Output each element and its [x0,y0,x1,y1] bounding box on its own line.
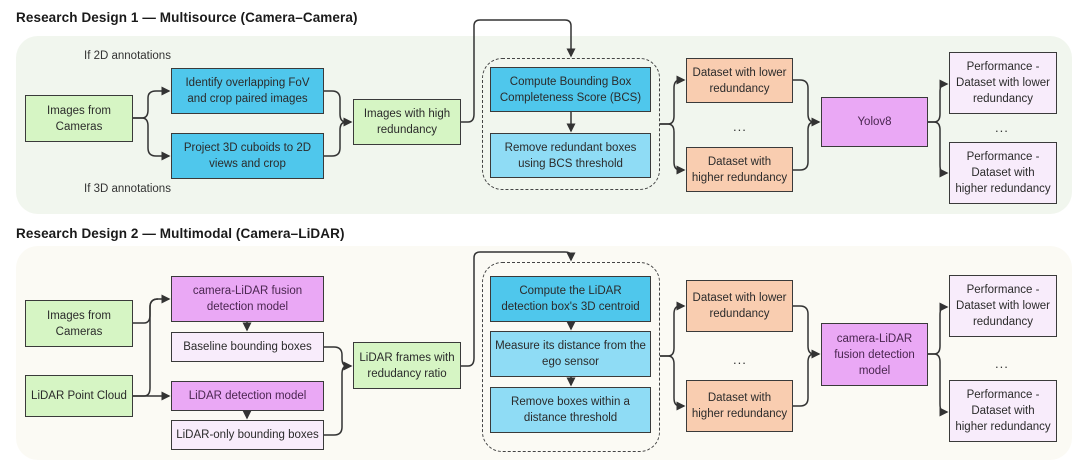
design2-fusion-model: camera-LiDAR fusion detection model [171,276,324,322]
design1-model-yolov8: Yolov8 [821,97,928,147]
design2-perf-lower: Performance - Dataset with lower redunda… [949,275,1057,337]
design1-perf-higher: Performance - Dataset with higher redund… [949,142,1057,204]
design2-step-centroid: Compute the LiDAR detection box's 3D cen… [490,276,651,322]
design1-dataset-lower: Dataset with lower redundancy [686,58,793,103]
design1-branch-3d: Project 3D cuboids to 2D views and crop [171,133,324,179]
design2-step-distance: Measure its distance from the ego sensor [490,331,651,377]
design2-input-lidar: LiDAR Point Cloud [25,375,133,417]
design2-dataset-higher: Dataset with higher redundancy [686,380,793,432]
design2-dataset-ellipsis: ... [733,352,747,367]
design2-input-cameras: Images from Cameras [25,300,133,347]
design1-note-2d: If 2D annotations [84,50,171,62]
design2-perf-ellipsis: ... [995,356,1009,371]
design2-perf-higher: Performance - Dataset with higher redund… [949,380,1057,442]
design1-dataset-ellipsis: ... [733,119,747,134]
design1-dataset-higher: Dataset with higher redundancy [686,147,793,192]
design1-step-remove: Remove redundant boxes using BCS thresho… [490,133,651,178]
design1-title: Research Design 1 — Multisource (Camera–… [16,10,358,25]
design1-step-bcs: Compute Bounding Box Completeness Score … [490,67,651,112]
design2-step-remove: Remove boxes within a distance threshold [490,387,651,433]
design1-perf-lower: Performance - Dataset with lower redunda… [949,52,1057,114]
design1-perf-ellipsis: ... [995,120,1009,135]
design1-branch-2d: Identify overlapping FoV and crop paired… [171,68,324,114]
design2-merged: LiDAR frames with redudancy ratio [353,342,461,389]
design1-input-cameras: Images from Cameras [25,95,133,142]
design2-model-fusion: camera-LiDAR fusion detection model [821,323,928,386]
design2-dataset-lower: Dataset with lower redundancy [686,280,793,332]
design1-note-3d: If 3D annotations [84,183,171,195]
design1-merged: Images with high redundancy [353,99,461,145]
design2-lidar-boxes: LiDAR-only bounding boxes [171,420,324,450]
design2-title: Research Design 2 — Multimodal (Camera–L… [16,226,345,241]
design2-lidar-model: LiDAR detection model [171,381,324,411]
design2-baseline-boxes: Baseline bounding boxes [171,332,324,362]
